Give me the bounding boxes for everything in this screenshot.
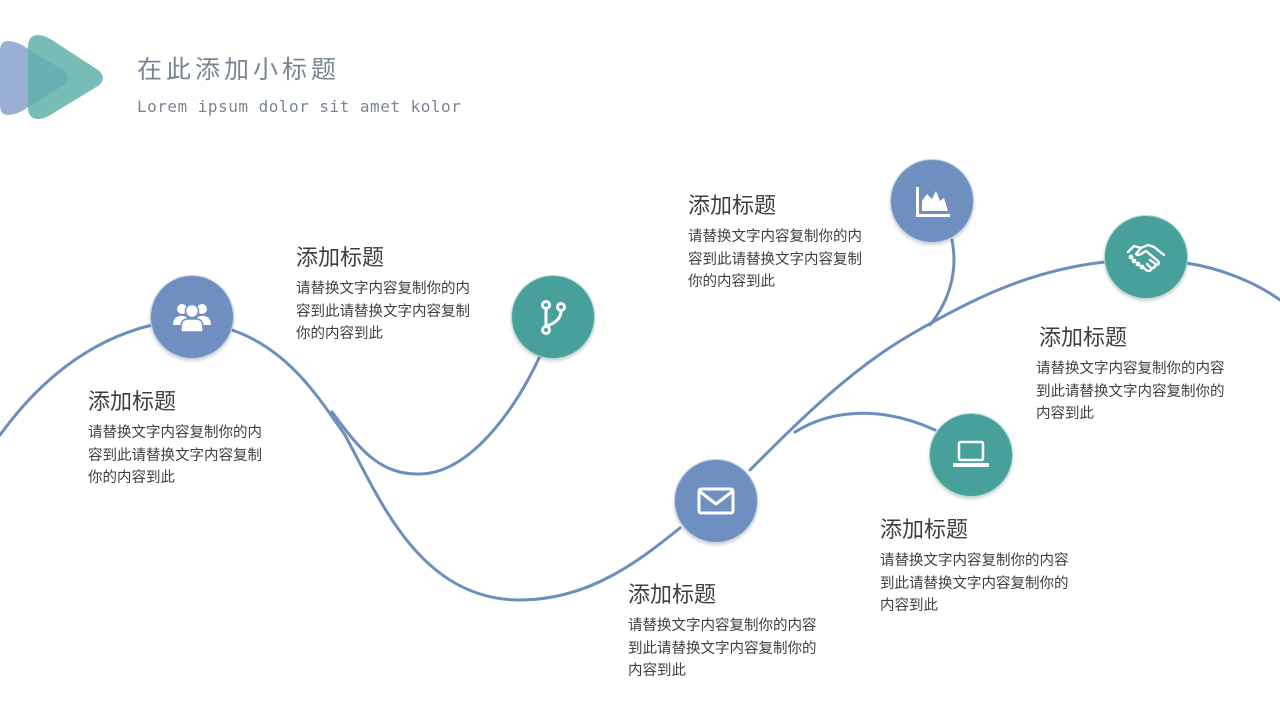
- step-line: 容到此请替换文字内容复制: [688, 251, 862, 268]
- node-chart: [890, 159, 974, 243]
- users-icon: [173, 303, 211, 333]
- step-1-text: 添加标题 请替换文字内容复制你的内 容到此请替换文字内容复制 你的内容到此: [88, 388, 288, 490]
- step-title: 添加标题: [880, 518, 969, 543]
- page-title: 在此添加小标题: [137, 55, 341, 84]
- step-line: 到此请替换文字内容复制你的: [628, 640, 817, 657]
- step-title: 添加标题: [1039, 326, 1128, 351]
- step-line: 到此请替换文字内容复制你的: [880, 575, 1069, 592]
- step-4-text: 添加标题 请替换文字内容复制你的内 容到此请替换文字内容复制 你的内容到此: [688, 192, 888, 294]
- node-mail: [674, 459, 758, 543]
- node-users: [150, 275, 234, 359]
- step-line: 请替换文字内容复制你的内: [88, 425, 262, 441]
- play-logo-icon: [0, 35, 103, 119]
- step-line: 请替换文字内容复制你的内: [296, 281, 470, 297]
- handshake-icon: [1126, 243, 1166, 273]
- step-line: 请替换文字内容复制你的内: [688, 229, 862, 245]
- step-line: 容到此请替换文字内容复制: [88, 447, 262, 464]
- step-line: 你的内容到此: [688, 274, 775, 290]
- step-line: 你的内容到此: [296, 326, 383, 342]
- step-line: 内容到此: [880, 598, 938, 614]
- step-title: 添加标题: [688, 194, 777, 219]
- step-line: 容到此请替换文字内容复制: [296, 303, 470, 320]
- node-handshake: [1104, 215, 1188, 299]
- git-branch-icon: [541, 300, 566, 335]
- step-5-text: 添加标题 请替换文字内容复制你的内容 到此请替换文字内容复制你的 内容到此: [880, 516, 1100, 618]
- step-title: 添加标题: [628, 583, 717, 608]
- step-line: 内容到此: [628, 663, 686, 679]
- laptop-icon: [953, 440, 989, 467]
- area-chart-icon: [916, 187, 950, 217]
- step-line: 到此请替换文字内容复制你的: [1036, 383, 1225, 400]
- step-title: 添加标题: [296, 246, 385, 271]
- node-laptop: [929, 413, 1013, 497]
- step-3-text: 添加标题 请替换文字内容复制你的内容 到此请替换文字内容复制你的 内容到此: [628, 581, 848, 683]
- step-6-text: 添加标题 请替换文字内容复制你的内容 到此请替换文字内容复制你的 内容到此: [1036, 324, 1266, 426]
- step-line: 请替换文字内容复制你的内容: [628, 618, 817, 634]
- mail-icon: [697, 487, 735, 515]
- step-2-text: 添加标题 请替换文字内容复制你的内 容到此请替换文字内容复制 你的内容到此: [296, 244, 496, 346]
- node-branch: [511, 275, 595, 359]
- step-line: 请替换文字内容复制你的内容: [1036, 361, 1225, 377]
- step-line: 内容到此: [1036, 406, 1094, 422]
- step-line: 请替换文字内容复制你的内容: [880, 553, 1069, 569]
- step-title: 添加标题: [88, 390, 177, 415]
- step-line: 你的内容到此: [88, 470, 175, 486]
- page-subtitle: Lorem ipsum dolor sit amet kolor: [137, 97, 462, 116]
